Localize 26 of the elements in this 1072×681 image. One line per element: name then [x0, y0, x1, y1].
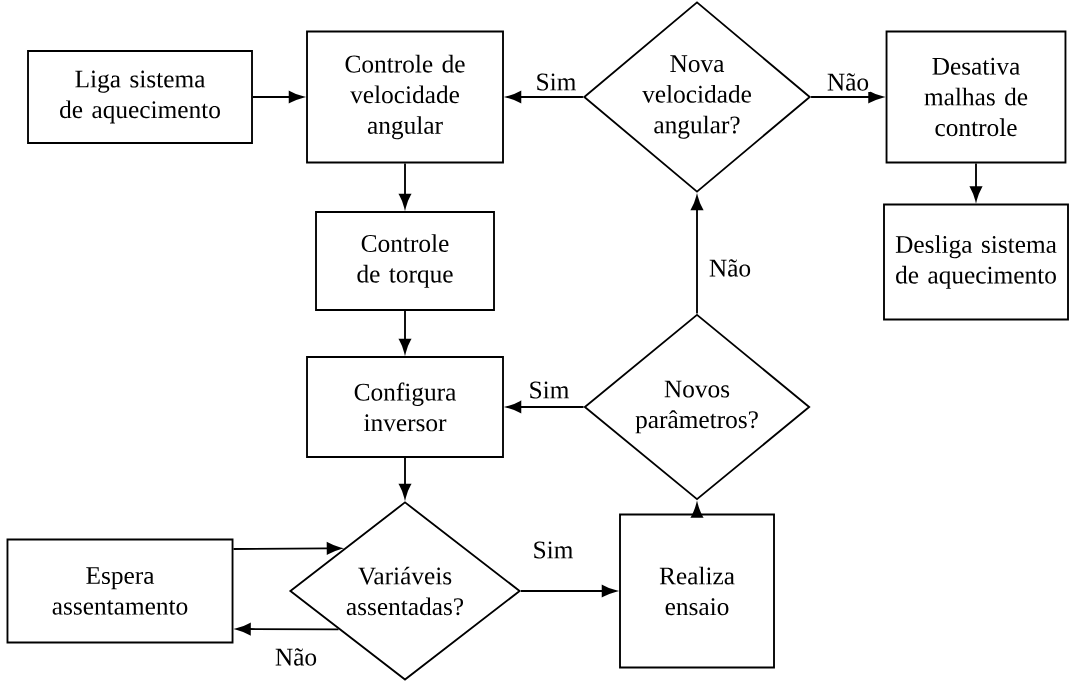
arrow	[232, 542, 342, 555]
arrow	[691, 195, 703, 315]
arrow	[520, 585, 617, 597]
process-box: Desativa malhas de controle	[885, 30, 1067, 164]
arrow	[252, 91, 304, 103]
arrow	[399, 162, 411, 209]
arrow	[236, 623, 340, 635]
process-box: Configura inversor	[306, 356, 504, 458]
arrow	[691, 503, 703, 518]
edge-label: Não	[825, 72, 871, 92]
arrow	[506, 91, 584, 103]
process-box: Controle de velocidade angular	[306, 30, 504, 164]
arrow	[399, 457, 411, 499]
edge-label: Não	[707, 258, 753, 278]
process-box: Realiza ensaio	[619, 513, 775, 669]
arrow	[810, 91, 883, 103]
process-box: Liga sistema de aquecimento	[27, 50, 253, 144]
process-box: Espera assentamento	[6, 538, 234, 644]
arrow	[399, 310, 411, 354]
edge-label: Sim	[534, 72, 578, 92]
edge-label: Sim	[531, 540, 575, 560]
edge-label: Sim	[527, 380, 571, 400]
process-box: Desliga sistema de aquecimento	[883, 203, 1069, 321]
arrow	[506, 401, 585, 413]
arrow	[970, 162, 982, 201]
process-box: Controle de torque	[315, 211, 495, 311]
